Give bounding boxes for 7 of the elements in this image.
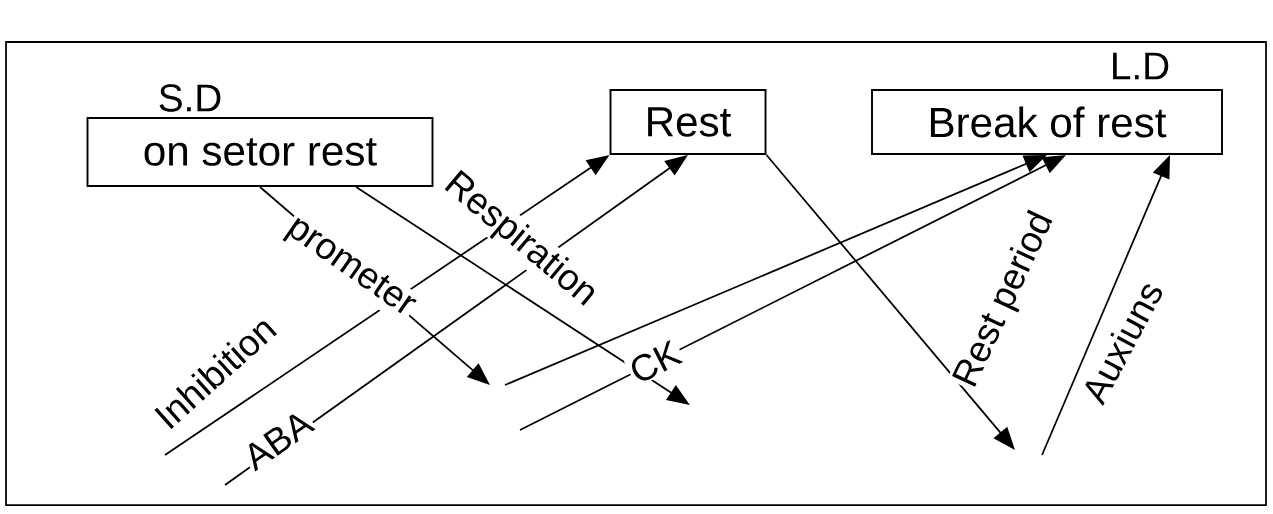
box-heading: L.D: [1113, 52, 1169, 80]
process-box: on setor rest: [86, 117, 434, 187]
process-box: Break of rest: [871, 89, 1223, 155]
edge-label: Rest period: [947, 204, 1063, 396]
process-box: Rest: [609, 89, 767, 155]
box-heading: S.D: [159, 84, 221, 112]
edge-label: CK: [623, 336, 687, 388]
